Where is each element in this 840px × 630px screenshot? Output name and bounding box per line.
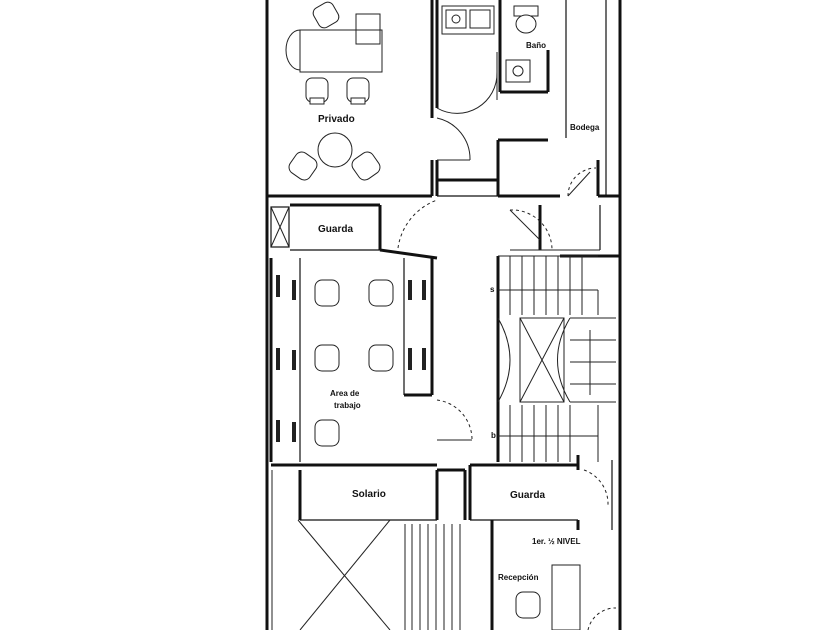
area-de-trabajo-room: Area de trabajo (269, 258, 473, 467)
chair-icon (312, 1, 340, 29)
room-label-area-trabajo-1: Area de (330, 389, 360, 398)
room-label-guarda-lower: Guarda (510, 490, 545, 501)
room-label-solario: Solario (352, 489, 386, 500)
room-label-bano: Baño (526, 41, 546, 50)
chair-icon (368, 279, 394, 307)
bano-room: Baño (498, 0, 567, 138)
toilet-icon (513, 5, 539, 34)
landing (397, 178, 601, 251)
room-label-guarda-upper: Guarda (318, 224, 353, 235)
room-label-recepcion: Recepción (498, 573, 539, 582)
room-label-bodega: Bodega (570, 123, 600, 132)
chair-icon (288, 151, 318, 181)
chair-icon (515, 591, 541, 619)
round-table (317, 132, 353, 168)
kitchenette (441, 5, 495, 35)
chair-icon (314, 344, 340, 372)
chair-icon (305, 77, 329, 105)
stair-mark-s: s (490, 285, 495, 294)
chair-icon (314, 419, 340, 447)
level-label: 1er. ½ NIVEL (532, 537, 581, 546)
bodega-room: Bodega (496, 0, 620, 198)
corridor-walls (435, 0, 498, 196)
chair-icon (314, 279, 340, 307)
sink-icon (505, 59, 531, 83)
chair-icon (346, 77, 370, 105)
staircase: s b (490, 254, 620, 462)
room-label-area-trabajo-2: trabajo (334, 401, 361, 410)
guarda-lower-room: Guarda (468, 455, 613, 530)
outer-walls (265, 0, 622, 630)
chair-icon (368, 344, 394, 372)
lower-void (271, 470, 494, 630)
room-label-privado: Privado (318, 114, 355, 125)
recepcion-room: 1er. ½ NIVEL Recepción (498, 537, 617, 630)
stair-mark-b: b (491, 431, 496, 440)
chair-icon (351, 151, 381, 181)
privado-room: Privado (267, 0, 434, 198)
guarda-upper-room: Guarda (270, 203, 438, 260)
solario-room: Solario (298, 468, 467, 521)
